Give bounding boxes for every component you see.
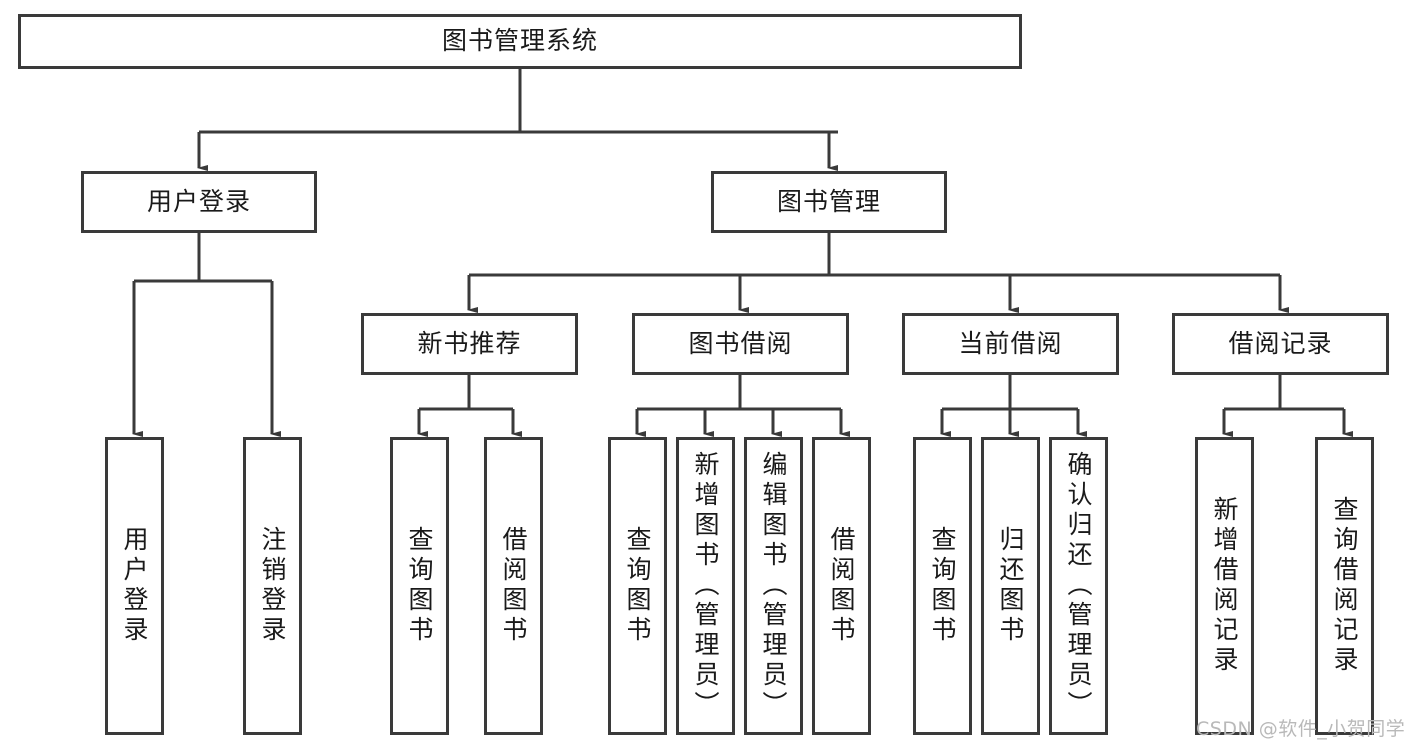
node-label: 新增借阅记录 (1210, 496, 1239, 676)
node-label: 借阅图书 (499, 526, 528, 646)
node-label: 用户登录 (120, 526, 149, 646)
node-label: 归还图书 (996, 526, 1025, 646)
node-leaf-query-borrow-record[interactable]: 查询借阅记录 (1315, 437, 1374, 735)
node-label: 查询图书 (405, 526, 434, 646)
node-label: 新增图书（管理员） (691, 451, 720, 721)
node-leaf-return-book[interactable]: 归还图书 (981, 437, 1040, 735)
node-label: 注销登录 (258, 526, 287, 646)
node-leaf-logout[interactable]: 注销登录 (243, 437, 302, 735)
node-leaf-add-book-admin[interactable]: 新增图书（管理员） (676, 437, 735, 735)
node-root-label: 图书管理系统 (441, 26, 598, 56)
node-label: 图书借阅 (688, 328, 793, 358)
node-label: 借阅图书 (827, 526, 856, 646)
node-level3-borrow-record[interactable]: 借阅记录 (1172, 313, 1389, 375)
node-label: 查询借阅记录 (1330, 496, 1359, 676)
node-label: 编辑图书（管理员） (759, 451, 788, 721)
node-label: 图书管理 (776, 186, 881, 216)
node-label: 新书推荐 (417, 328, 522, 358)
node-leaf-query-book-current[interactable]: 查询图书 (913, 437, 972, 735)
watermark: CSDN @软件_小贺同学 (1196, 718, 1405, 740)
node-level2-book-management[interactable]: 图书管理 (711, 171, 947, 233)
node-label: 用户登录 (146, 186, 251, 216)
node-leaf-borrow-book[interactable]: 借阅图书 (812, 437, 871, 735)
node-level3-book-borrow[interactable]: 图书借阅 (632, 313, 849, 375)
node-level3-current-borrow[interactable]: 当前借阅 (902, 313, 1119, 375)
node-label: 确认归还（管理员） (1064, 451, 1093, 721)
node-leaf-add-borrow-record[interactable]: 新增借阅记录 (1195, 437, 1254, 735)
node-root[interactable]: 图书管理系统 (18, 14, 1022, 69)
node-label: 当前借阅 (958, 328, 1063, 358)
node-label: 查询图书 (928, 526, 957, 646)
node-leaf-edit-book-admin[interactable]: 编辑图书（管理员） (744, 437, 803, 735)
node-leaf-confirm-return-admin[interactable]: 确认归还（管理员） (1049, 437, 1108, 735)
node-label: 查询图书 (623, 526, 652, 646)
node-label: 借阅记录 (1228, 328, 1333, 358)
node-leaf-user-login[interactable]: 用户登录 (105, 437, 164, 735)
node-level3-new-book-recommend[interactable]: 新书推荐 (361, 313, 578, 375)
node-leaf-borrow-book-recommend[interactable]: 借阅图书 (484, 437, 543, 735)
node-level2-user-login[interactable]: 用户登录 (81, 171, 317, 233)
node-leaf-query-book-recommend[interactable]: 查询图书 (390, 437, 449, 735)
node-leaf-query-book-borrow[interactable]: 查询图书 (608, 437, 667, 735)
